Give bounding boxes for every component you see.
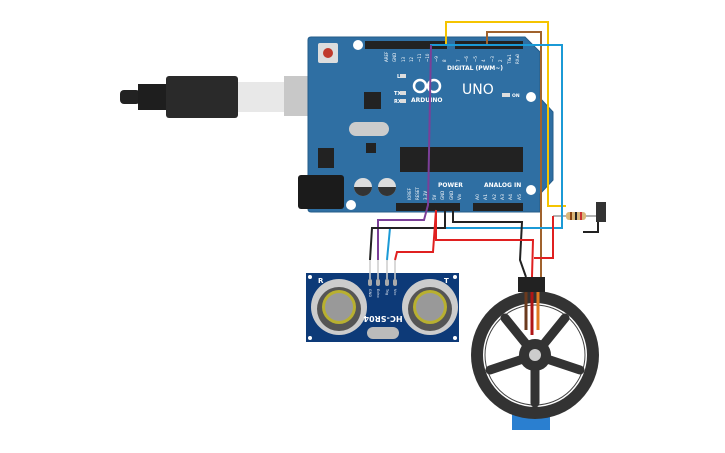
arduino-logo [412, 78, 442, 94]
wire-purple [377, 44, 432, 260]
led-label-rx: RX [394, 99, 402, 105]
svg-text:13: 13 [401, 56, 406, 62]
svg-text:4: 4 [481, 59, 486, 62]
wire-red-sensor [394, 209, 437, 261]
photoresistor[interactable] [596, 202, 606, 222]
servo-motor[interactable] [471, 277, 599, 430]
led-label-tx: TX [394, 91, 401, 97]
svg-text:TX▸1: TX▸1 [507, 54, 512, 65]
power-pin-labels: IOREF RESET 3.3V 5V GND GND Vin [407, 187, 462, 200]
wire-yellow [445, 21, 566, 207]
wire-brown [486, 31, 542, 277]
svg-text:3.3V: 3.3V [423, 191, 428, 200]
svg-text:~10: ~10 [425, 53, 430, 62]
svg-text:8: 8 [442, 59, 447, 62]
svg-text:~3: ~3 [490, 56, 495, 62]
power-jack [298, 175, 344, 209]
wire-blue [386, 44, 563, 261]
svg-text:GND: GND [440, 191, 445, 200]
wires[interactable] [369, 21, 599, 278]
svg-text:~9: ~9 [434, 56, 439, 62]
svg-text:A1: A1 [483, 194, 489, 200]
svg-text:AREF: AREF [384, 51, 389, 62]
svg-text:GND: GND [392, 53, 397, 62]
model-label: UNO [462, 82, 494, 98]
svg-text:Vin: Vin [457, 193, 462, 200]
svg-text:Vcc: Vcc [393, 289, 397, 295]
wire-red-resistor [534, 216, 554, 259]
sensor-model-label: HC-SR04 [363, 314, 403, 323]
power-label: POWER [438, 182, 463, 189]
svg-text:A3: A3 [500, 194, 506, 200]
resistor[interactable] [553, 212, 598, 220]
sensor-pin-labels: GND Echo Trig Vcc [368, 288, 397, 298]
svg-text:Echo: Echo [376, 289, 380, 298]
svg-text:A0: A0 [475, 194, 481, 200]
led-label-l: L [397, 74, 401, 80]
svg-text:A5: A5 [517, 194, 523, 200]
svg-text:7: 7 [456, 59, 461, 62]
svg-text:Trig: Trig [385, 288, 389, 295]
on-label: ON [512, 93, 520, 99]
sensor-mark-t: T [444, 277, 449, 285]
wire-black-servo [452, 210, 527, 278]
arduino-uno-board[interactable]: DIGITAL (PWM~) ARDUINO UNO L TX RX ON PO… [298, 36, 554, 213]
svg-text:A4: A4 [508, 194, 514, 200]
svg-text:IOREF: IOREF [407, 187, 412, 200]
analog-pin-labels: A0 A1 A2 A3 A4 A5 [475, 194, 523, 200]
brand-label: ARDUINO [411, 97, 442, 104]
svg-text:~6: ~6 [464, 56, 469, 62]
digital-label: DIGITAL (PWM~) [447, 65, 503, 72]
analog-label: ANALOG IN [484, 182, 521, 189]
svg-text:RESET: RESET [415, 187, 420, 200]
svg-text:GND: GND [449, 191, 454, 200]
svg-text:A2: A2 [492, 194, 498, 200]
wire-black-sensor [369, 210, 446, 261]
svg-text:2: 2 [498, 59, 503, 62]
digital-header-left[interactable] [365, 41, 447, 49]
digital-pin-labels: AREF GND 13 12 ~11 ~10 ~9 8 7 ~6 ~5 4 ~3… [384, 51, 520, 65]
wire-red-servo [435, 210, 535, 278]
svg-text:~5: ~5 [473, 56, 478, 62]
analog-header[interactable] [473, 203, 523, 211]
servo-connector [518, 277, 545, 292]
svg-text:5V: 5V [432, 194, 437, 200]
hc-sr04-sensor[interactable]: HC-SR04 R T GND Echo Trig Vcc [306, 260, 459, 342]
wire-black-sensor-right [583, 222, 599, 233]
svg-text:12: 12 [409, 56, 414, 62]
sensor-mark-r: R [318, 277, 324, 285]
svg-text:~11: ~11 [417, 53, 422, 62]
svg-text:RX◂0: RX◂0 [515, 53, 520, 64]
microcontroller-chip [400, 147, 523, 172]
svg-text:GND: GND [368, 289, 372, 297]
